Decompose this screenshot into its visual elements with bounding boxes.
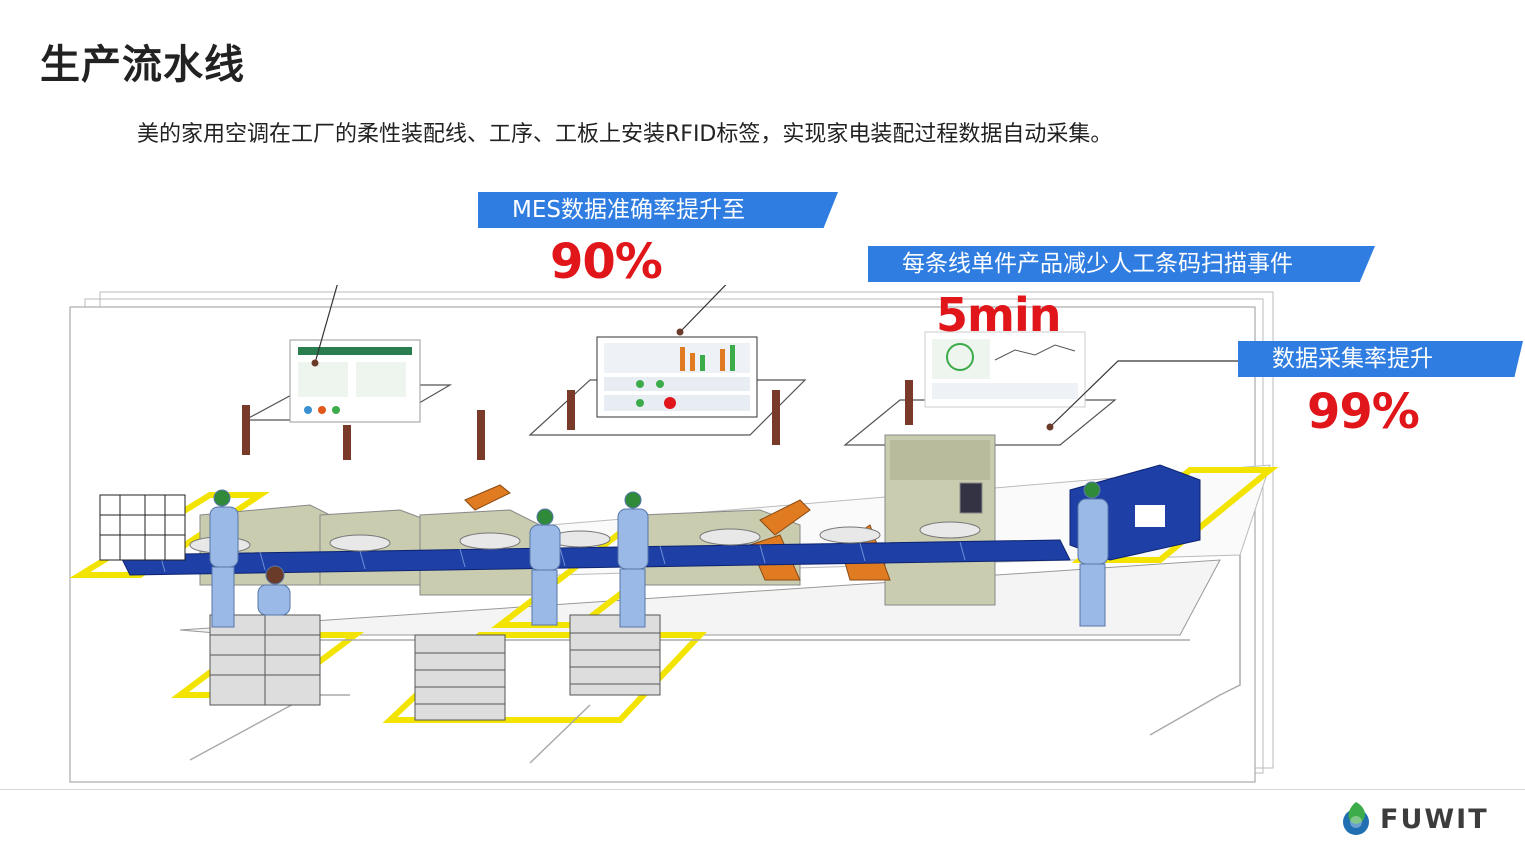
- workers: [209, 481, 1109, 628]
- conveyor-belt: [119, 521, 1071, 576]
- callout-label: MES数据准确率提升至: [478, 192, 838, 228]
- parts-rack: [99, 494, 186, 561]
- parts-carts: [209, 614, 661, 721]
- mounted-screens: [289, 331, 1086, 423]
- rfid-scanner-posts: [242, 380, 913, 460]
- callout-label: 数据采集率提升: [1238, 341, 1523, 377]
- callout-value: 90%: [550, 234, 663, 290]
- leaf-globe-icon: [1343, 802, 1369, 835]
- brand-logo: FUWIT: [1338, 800, 1508, 840]
- callout-value: 99%: [1307, 384, 1420, 440]
- brand-name: FUWIT: [1380, 804, 1489, 835]
- footer-divider: [0, 789, 1525, 790]
- page-subtitle: 美的家用空调在工厂的柔性装配线、工序、工板上安装RFID标签，实现家电装配过程数…: [137, 122, 1113, 147]
- production-line-illustration: [69, 285, 1279, 783]
- callout-label: 每条线单件产品减少人工条码扫描事件: [868, 246, 1375, 282]
- page-title: 生产流水线: [40, 42, 245, 88]
- callout-leaders: [314, 285, 1238, 428]
- callout-value: 5min: [936, 288, 1061, 342]
